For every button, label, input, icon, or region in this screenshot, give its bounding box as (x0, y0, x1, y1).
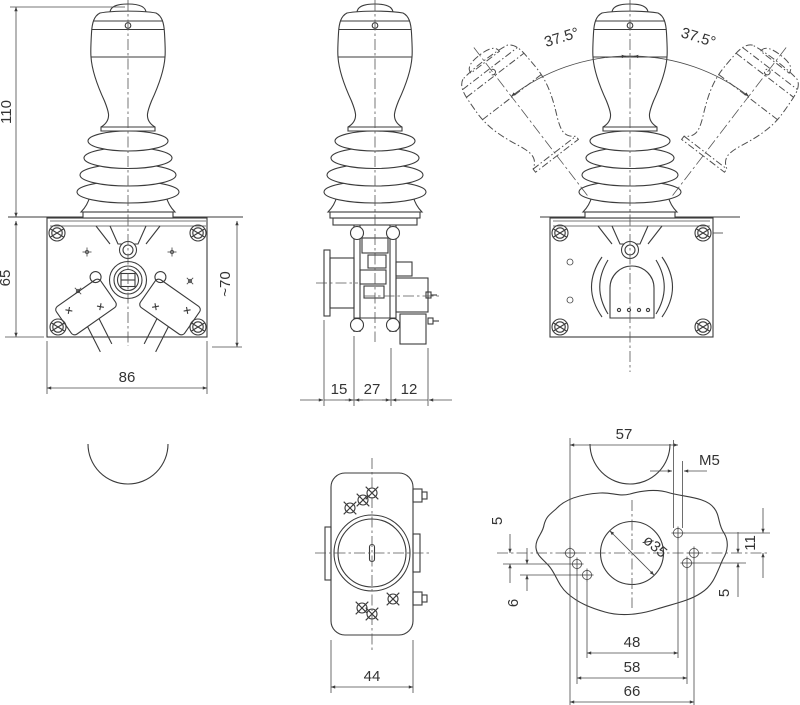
tilt-axis-right (672, 46, 788, 196)
side-dimensions: 15 27 12 (300, 320, 452, 406)
thread-hole-m5 (671, 526, 685, 540)
corner-screw (551, 224, 569, 242)
connector-housing (591, 256, 673, 319)
mount-hole (570, 557, 584, 571)
small-hole (566, 258, 574, 266)
dim-width-label: 86 (119, 369, 136, 386)
microswitch-right (121, 271, 203, 360)
mount-hole (563, 546, 577, 560)
angle-left-label: 37.5° (542, 24, 581, 51)
mount-hole (680, 556, 694, 570)
side-view: 15 27 12 (300, 0, 452, 406)
cover-screw (386, 592, 400, 606)
mechanism (323, 225, 439, 345)
panel-cutout-view: ø35 57 M5 5 6 11 (489, 426, 770, 705)
mount-hole (687, 546, 701, 560)
dim-left-5-label: 5 (489, 517, 506, 525)
dim-base-height-label: 65 (0, 270, 14, 287)
dim-right-11-label: 11 (742, 535, 759, 551)
swing-view: 37.5° 37.5° (449, 0, 800, 485)
tilt-axis-left (472, 46, 588, 196)
dim-15-label: 15 (331, 381, 348, 398)
adjust-hole-marker (167, 247, 177, 257)
microswitch-left (53, 271, 135, 360)
dim-58-label: 58 (624, 659, 641, 676)
dim-height-label: 110 (0, 100, 15, 124)
dim-66-label: 66 (624, 683, 641, 700)
front-dimensions: 110 65 ~70 86 (0, 6, 242, 394)
corner-screw (48, 224, 66, 242)
dim-57-label: 57 (616, 426, 633, 443)
bottom-view: 44 (315, 458, 430, 693)
front-view: 110 65 ~70 86 (0, 0, 243, 485)
corner-screw (694, 224, 712, 242)
dim-48-label: 48 (624, 634, 641, 651)
angle-right-label: 37.5° (679, 24, 718, 51)
dim-44-label: 44 (364, 668, 381, 685)
dim-27-label: 27 (364, 381, 381, 398)
panel-dimensions: ø35 57 M5 5 6 11 (489, 426, 770, 705)
side-tabs (324, 488, 428, 606)
dim-base-height-approx-label: ~70 (217, 271, 234, 296)
thread-size-label: M5 (699, 452, 720, 469)
adjust-hole-marker (82, 247, 92, 257)
corner-screw (551, 318, 569, 336)
adjust-hole-marker (183, 274, 197, 288)
panel-break-outline (535, 489, 728, 616)
cover-screw (343, 501, 357, 515)
small-hole (566, 296, 574, 304)
dim-left-6-label: 6 (505, 599, 522, 607)
dim-dia-label: ø35 (640, 532, 671, 562)
dim-right-5-label: 5 (716, 589, 733, 597)
dim-12-label: 12 (401, 381, 418, 398)
base-plate (549, 217, 714, 338)
corner-screw (694, 318, 712, 336)
corner-screw (189, 224, 207, 242)
bottom-dimensions: 44 (330, 640, 414, 693)
mount-hole (580, 568, 594, 582)
